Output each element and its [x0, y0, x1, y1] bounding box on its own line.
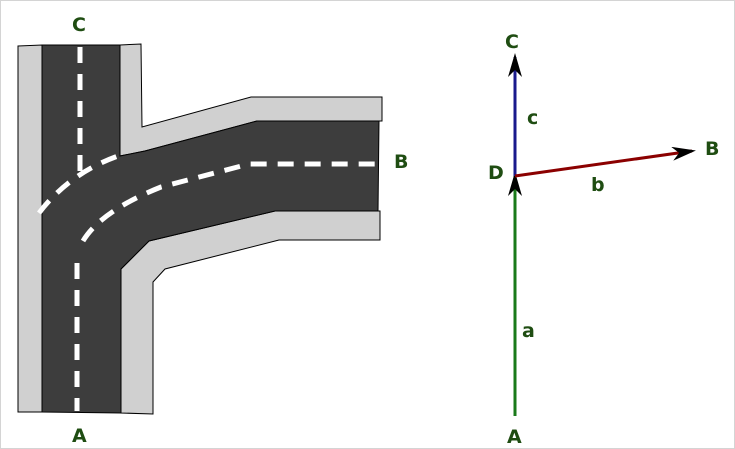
road-junction: C B A [17, 14, 408, 447]
segment-label-a: a [522, 320, 535, 342]
road-label-a: A [72, 425, 87, 447]
vector-label-a: A [507, 426, 522, 448]
road-asphalt [41, 44, 380, 414]
vector-label-b: B [705, 138, 719, 160]
road-label-b: B [394, 151, 408, 173]
vector-label-c: C [505, 31, 519, 53]
vector-diagram: C B D A c b a [488, 31, 719, 448]
lane-marking-branch [80, 161, 376, 243]
main-road-left-curb [17, 44, 43, 413]
vector-label-d: D [488, 162, 504, 184]
lane-marking-turn-upper [37, 151, 125, 215]
vector-b-line [514, 146, 696, 178]
segment-label-c: c [527, 107, 538, 129]
segment-label-b: b [591, 174, 605, 196]
branch-lower-curb [120, 210, 381, 415]
road-label-c: C [72, 14, 86, 36]
